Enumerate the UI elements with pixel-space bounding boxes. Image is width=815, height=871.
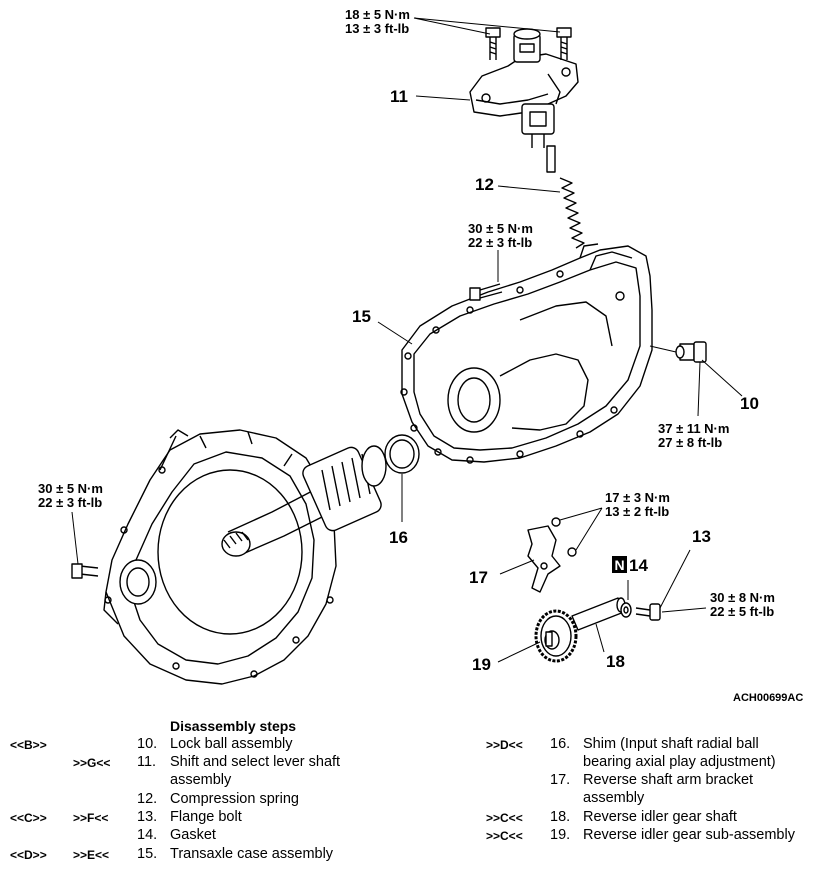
torque-line: 22 ± 3 ft-lb bbox=[38, 495, 102, 510]
torque-line: 27 ± 8 ft-lb bbox=[658, 435, 722, 450]
torque-line: 22 ± 5 ft-lb bbox=[710, 604, 774, 619]
torque-line: 30 ± 5 N·m bbox=[468, 221, 533, 236]
callout-15: 15 bbox=[352, 307, 371, 326]
part-17-reverse-shaft-arm-bracket bbox=[527, 517, 577, 593]
step-number: 16. bbox=[550, 736, 571, 752]
step-mark: >>G<< bbox=[73, 756, 111, 770]
torque-line: 13 ± 2 ft-lb bbox=[605, 504, 669, 519]
step-mark: >>F<< bbox=[73, 811, 109, 825]
callout-18: 18 bbox=[606, 652, 625, 671]
bolt-icon bbox=[485, 27, 501, 60]
step-text: Transaxle case assembly bbox=[170, 846, 334, 862]
n-symbol-text: N bbox=[614, 557, 624, 573]
step-number: 15. bbox=[137, 846, 158, 862]
step-mark: >>D<< bbox=[486, 738, 523, 752]
step-text: Flange bolt bbox=[170, 809, 242, 825]
disassembly-steps: Disassembly steps <<B>> 10. Lock ball as… bbox=[0, 712, 815, 871]
step-mark: <<B>> bbox=[10, 738, 47, 752]
step-number: 11. bbox=[137, 754, 157, 770]
step-text: Compression spring bbox=[170, 791, 299, 807]
callout-16: 16 bbox=[389, 528, 408, 547]
part-14-gasket-icon bbox=[620, 602, 632, 618]
step-text: Lock ball assembly bbox=[170, 736, 293, 752]
callout-10: 10 bbox=[740, 394, 759, 413]
torque-line: 37 ± 11 N·m bbox=[658, 421, 729, 436]
step-mark: >>C<< bbox=[486, 829, 523, 843]
part-16-shim-icon bbox=[384, 434, 420, 474]
callout-14: 14 bbox=[629, 556, 648, 575]
torque-spec: 18 ± 5 N·m 13 ± 3 ft-lb 30 ± 5 N·m 22 ± … bbox=[38, 7, 775, 619]
callout-12: 12 bbox=[475, 175, 494, 194]
step-number: 18. bbox=[550, 809, 571, 825]
part-15-transaxle-case bbox=[400, 243, 653, 464]
step-number: 19. bbox=[550, 827, 571, 843]
step-text: assembly bbox=[583, 790, 645, 806]
step-number: 14. bbox=[137, 827, 158, 843]
bolt-icon bbox=[556, 27, 572, 60]
step-mark: <<C>> bbox=[10, 811, 47, 825]
step-text: Reverse idler gear sub-assembly bbox=[583, 827, 795, 843]
part-12-compression-spring-icon bbox=[559, 177, 585, 249]
part-11-shift-select-lever-shaft bbox=[469, 27, 579, 173]
leader-lines bbox=[71, 17, 743, 663]
step-mark: >>C<< bbox=[486, 811, 523, 825]
torque-line: 30 ± 5 N·m bbox=[38, 481, 103, 496]
torque-line: 22 ± 3 ft-lb bbox=[468, 235, 532, 250]
step-text: Reverse shaft arm bracket bbox=[583, 772, 754, 788]
step-number: 17. bbox=[550, 772, 571, 788]
callout-11: 11 bbox=[390, 87, 408, 106]
step-mark: >>E<< bbox=[73, 848, 110, 862]
torque-line: 18 ± 5 N·m bbox=[345, 7, 410, 22]
bolt-icon bbox=[71, 563, 99, 579]
callout-numbers: 10 11 12 13 14 15 16 17 18 19 bbox=[352, 87, 759, 674]
step-number: 13. bbox=[137, 809, 158, 825]
part-13-flange-bolt-icon bbox=[635, 603, 661, 621]
callout-13: 13 bbox=[692, 527, 711, 546]
step-text: Gasket bbox=[170, 827, 216, 843]
n-symbol-box bbox=[612, 556, 627, 573]
callout-17: 17 bbox=[469, 568, 488, 587]
torque-line: 17 ± 3 N·m bbox=[605, 490, 670, 505]
step-number: 12. bbox=[137, 791, 158, 807]
step-text: Shift and select lever shaft bbox=[170, 754, 341, 770]
callout-19: 19 bbox=[472, 655, 491, 674]
figure-id: ACH00699AC bbox=[733, 692, 803, 704]
clutch-housing-assembly bbox=[71, 429, 387, 685]
steps-title: Disassembly steps bbox=[170, 718, 297, 734]
step-text: assembly bbox=[170, 772, 232, 788]
part-10-lock-ball-icon bbox=[675, 341, 707, 363]
step-text: Reverse idler gear shaft bbox=[583, 809, 737, 825]
step-number: 10. bbox=[137, 736, 158, 752]
exploded-view-diagram: N 18 ± 5 N·m 13 ± 3 ft-lb 30 ± 5 N·m 22 … bbox=[38, 7, 803, 704]
bolt-icon bbox=[469, 283, 503, 301]
step-mark: <<D>> bbox=[10, 848, 47, 862]
torque-line: 30 ± 8 N·m bbox=[710, 590, 775, 605]
part-19-reverse-idler-gear bbox=[534, 609, 578, 663]
step-text: bearing axial play adjustment) bbox=[583, 754, 776, 770]
torque-line: 13 ± 3 ft-lb bbox=[345, 21, 409, 36]
step-text: Shim (Input shaft radial ball bbox=[583, 736, 759, 752]
part-18-reverse-idler-gear-shaft bbox=[571, 597, 626, 631]
